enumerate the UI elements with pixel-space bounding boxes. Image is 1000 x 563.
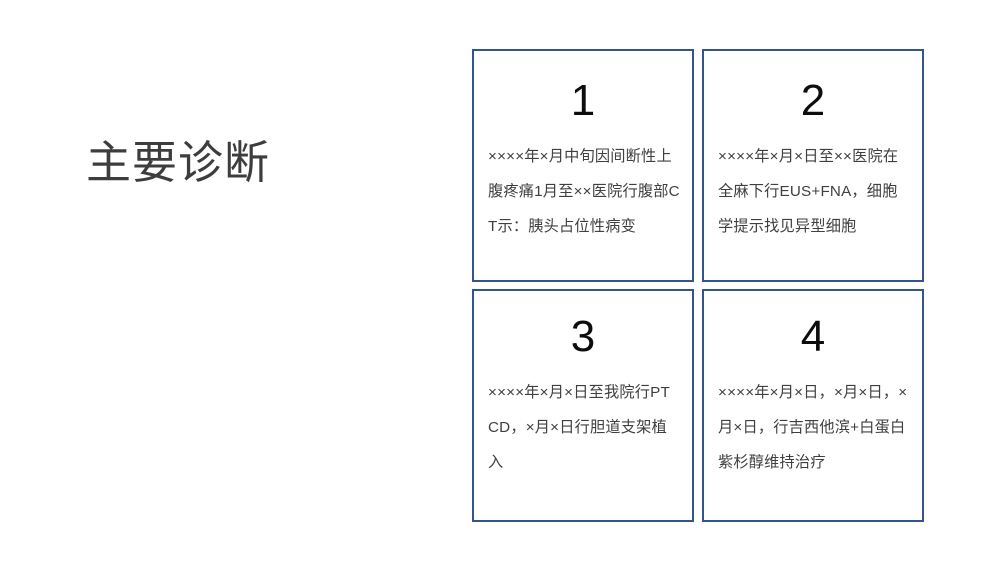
page-title: 主要诊断 [86,137,271,188]
diagnosis-card-3[interactable]: 3 ××××年×月×日至我院行PTCD，×月×日行胆道支架植入 [472,289,694,522]
card-text-3: ××××年×月×日至我院行PTCD，×月×日行胆道支架植入 [488,384,670,471]
card-text-1: ××××年×月中旬因间断性上腹疼痛1月至××医院行腹部CT示：胰头占位性病变 [488,148,680,235]
diagnosis-card-1[interactable]: 1 ××××年×月中旬因间断性上腹疼痛1月至××医院行腹部CT示：胰头占位性病变 [472,49,694,282]
card-number-4: 4 [800,312,826,361]
card-text-2: ××××年×月×日至××医院在全麻下行EUS+FNA，细胞学提示找见异型细胞 [718,148,899,235]
title-block: 主要诊断 [86,133,416,193]
diagnosis-card-2[interactable]: 2 ××××年×月×日至××医院在全麻下行EUS+FNA，细胞学提示找见异型细胞 [702,49,924,282]
diagnosis-card-4[interactable]: 4 ××××年×月×日，×月×日，×月×日，行吉西他滨+白蛋白紫杉醇维持治疗 [702,289,924,522]
card-number-1: 1 [570,76,596,125]
card-number-3: 3 [570,312,596,361]
card-text-4: ××××年×月×日，×月×日，×月×日，行吉西他滨+白蛋白紫杉醇维持治疗 [718,384,908,471]
diagnosis-card-grid: 1 ××××年×月中旬因间断性上腹疼痛1月至××医院行腹部CT示：胰头占位性病变… [472,49,924,522]
card-number-2: 2 [800,76,826,125]
